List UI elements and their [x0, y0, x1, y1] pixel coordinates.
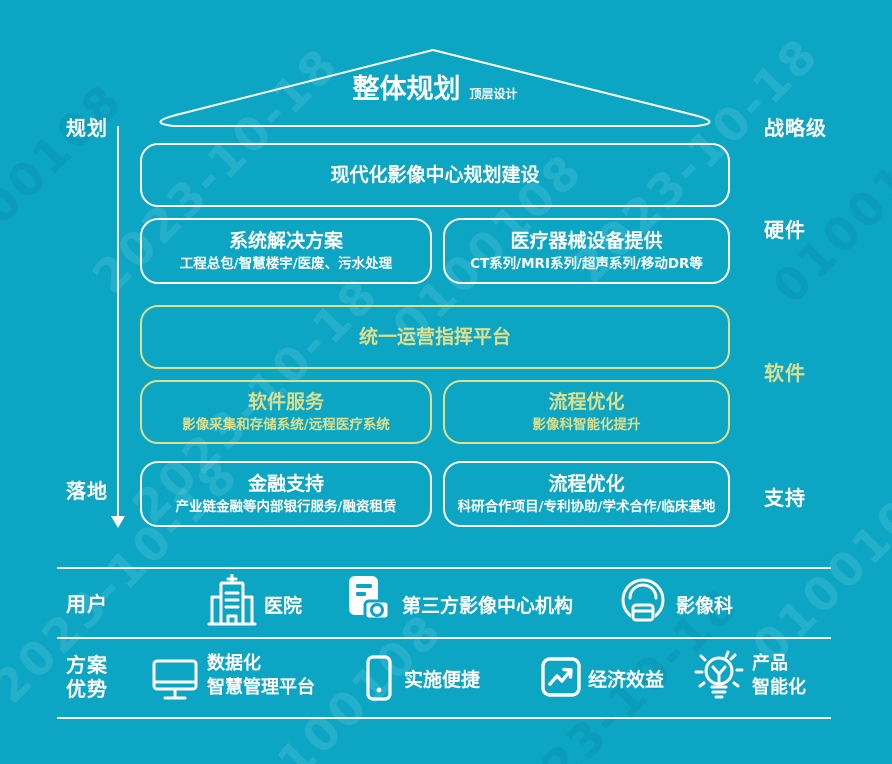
box-planning: 现代化影像中心规划建设 [140, 143, 730, 207]
user-item-label: 第三方影像中心机构 [402, 595, 574, 617]
user-item-label: 医院 [264, 595, 303, 617]
advantage-item-label: 实施便捷 [404, 669, 481, 691]
phone-icon [365, 655, 393, 701]
trend-arrow-icon [540, 656, 582, 698]
hospital-icon [207, 574, 257, 630]
box-finance-title: 金融支持 [247, 472, 324, 495]
box-software-service-title: 软件服务 [247, 390, 324, 413]
level-label-hardware: 硬件 [764, 218, 806, 242]
monitor-icon [151, 657, 199, 701]
box-equipment-title: 医疗器械设备提供 [510, 229, 663, 252]
radiology-icon [618, 577, 668, 627]
advantage-item-label: 经济效益 [588, 669, 665, 691]
box-equipment: 医疗器械设备提供 CT系列/MRI系列/超声系列/移动DR等 [443, 218, 730, 284]
divider-line [57, 637, 831, 639]
page-subtitle: 顶层设计 [469, 87, 518, 101]
box-process-optimize-support: 流程优化 科研合作项目/专利协助/学术合作/临床基地 [443, 461, 730, 527]
box-finance-subtitle: 产业链金融等内部银行服务/融资租赁 [175, 499, 397, 516]
box-process-optimize-sw-title: 流程优化 [548, 390, 625, 413]
users-section-label: 用户 [66, 592, 108, 616]
axis-top-label: 规划 [66, 116, 108, 140]
box-system-solution-title: 系统解决方案 [228, 229, 343, 252]
divider-line [57, 567, 831, 569]
roof-outline [159, 49, 711, 127]
user-item-label: 影像科 [676, 595, 734, 617]
advantage-label-line2: 智能化 [752, 677, 806, 698]
advantages-label-line2: 优势 [66, 677, 108, 701]
imaging-center-icon [345, 573, 393, 629]
bulb-icon [688, 646, 750, 710]
roof-title-group: 整体规划 顶层设计 [140, 76, 730, 103]
advantage-label-line1: 产品 [752, 653, 788, 674]
box-process-optimize-support-title: 流程优化 [548, 472, 625, 495]
level-label-software: 软件 [764, 361, 806, 385]
axis-bottom-label: 落地 [66, 479, 108, 503]
advantage-item-label: 产品 智能化 [752, 652, 806, 700]
box-process-optimize-sw: 流程优化 影像科智能化提升 [443, 380, 730, 444]
box-software-service-subtitle: 影像采集和存储系统/远程医疗系统 [182, 417, 390, 434]
advantage-item-label: 数据化 智慧管理平台 [207, 652, 315, 700]
box-process-optimize-support-subtitle: 科研合作项目/专利协助/学术合作/临床基地 [457, 499, 716, 516]
box-finance: 金融支持 产业链金融等内部银行服务/融资租赁 [140, 461, 432, 527]
axis-arrowhead-icon [111, 516, 125, 528]
axis-arrow-line [117, 126, 119, 518]
page-title: 整体规划 [352, 74, 461, 105]
divider-line [57, 717, 831, 719]
box-planning-title: 现代化影像中心规划建设 [330, 163, 540, 186]
advantages-label-line1: 方案 [66, 653, 108, 677]
box-process-optimize-sw-subtitle: 影像科智能化提升 [532, 417, 641, 434]
box-software-service: 软件服务 影像采集和存储系统/远程医疗系统 [140, 380, 432, 444]
level-label-support: 支持 [764, 486, 806, 510]
box-platform: 统一运营指挥平台 [140, 305, 730, 369]
box-system-solution: 系统解决方案 工程总包/智慧楼宇/医废、污水处理 [140, 218, 432, 284]
advantage-label-line1: 数据化 [207, 653, 261, 674]
watermark-text: 0100108 [0, 72, 134, 284]
advantages-section-label: 方案 优势 [66, 653, 108, 701]
level-label-strategic: 战略级 [764, 116, 827, 140]
advantage-label-line2: 智慧管理平台 [207, 677, 315, 698]
box-equipment-subtitle: CT系列/MRI系列/超声系列/移动DR等 [470, 256, 703, 273]
box-system-solution-subtitle: 工程总包/智慧楼宇/医废、污水处理 [179, 256, 393, 273]
box-platform-title: 统一运营指挥平台 [358, 325, 511, 348]
